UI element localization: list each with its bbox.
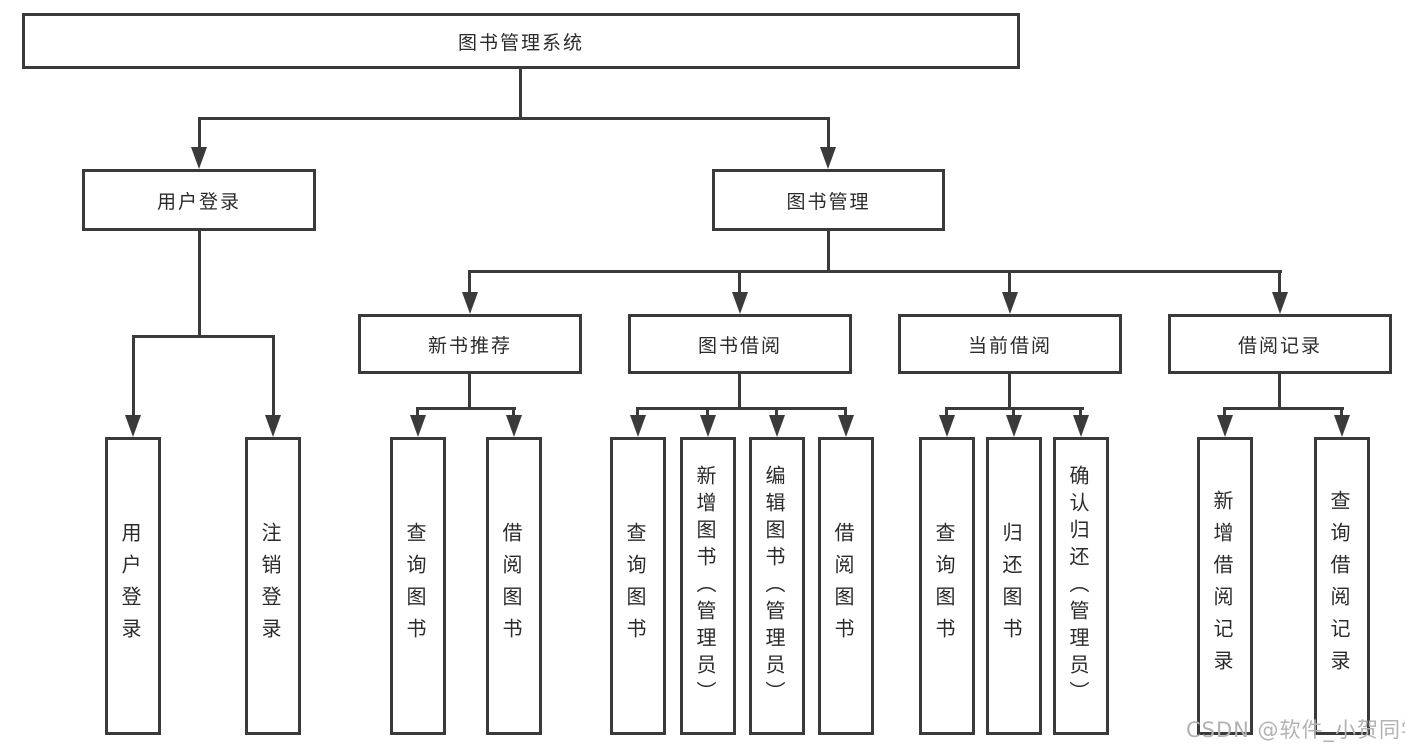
leaf-query-books-current: 查询图书 xyxy=(919,437,975,735)
arrow-down-icon xyxy=(1217,415,1233,437)
leaf-confirm-return-admin-label: 确认归还（管理员） xyxy=(1066,464,1090,708)
connector-book-borrow-split xyxy=(636,407,847,410)
leaf-borrow-books-recommend-label: 借阅图书 xyxy=(499,522,523,650)
arrow-down-icon xyxy=(732,292,748,314)
connector-drop-level3 xyxy=(1278,270,1281,292)
leaf-query-books-recommend-label: 查询图书 xyxy=(403,522,427,650)
arrow-down-icon xyxy=(265,415,281,437)
leaf-edit-books-admin-label: 编辑图书（管理员） xyxy=(762,464,786,708)
arrow-down-icon xyxy=(462,292,478,314)
leaf-edit-books-admin: 编辑图书（管理员） xyxy=(749,437,805,735)
connector-drop-leaf xyxy=(706,407,709,415)
leaf-query-books-current-label: 查询图书 xyxy=(932,522,956,650)
connector-user-login-trunk xyxy=(198,231,201,335)
connector-user-login-split xyxy=(132,335,275,338)
leaf-logout-label: 注销登录 xyxy=(258,522,282,650)
connector-drop-level3 xyxy=(1008,270,1011,292)
node-book-management: 图书管理 xyxy=(712,169,945,231)
node-new-book-recommend-label: 新书推荐 xyxy=(427,334,512,357)
arrow-down-icon xyxy=(1073,415,1089,437)
connector-level3-split xyxy=(468,270,1282,273)
node-book-borrow-label: 图书借阅 xyxy=(697,334,782,357)
connector-drop-leaf xyxy=(636,407,639,415)
connector-book-borrow-trunk xyxy=(738,374,741,407)
leaf-borrow-books-recommend: 借阅图书 xyxy=(486,437,542,735)
arrow-down-icon xyxy=(630,415,646,437)
connector-root-trunk xyxy=(519,69,522,117)
leaf-query-borrow-record: 查询借阅记录 xyxy=(1314,437,1370,735)
node-current-borrow: 当前借阅 xyxy=(898,314,1122,374)
connector-drop-leaf xyxy=(945,407,948,415)
connector-drop-leaf xyxy=(844,407,847,415)
arrow-down-icon xyxy=(1272,292,1288,314)
connector-drop-leaf xyxy=(1223,407,1226,415)
arrow-down-icon xyxy=(125,415,141,437)
leaf-borrow-books-label: 借阅图书 xyxy=(831,522,855,650)
connector-drop-leaf xyxy=(1012,407,1015,415)
leaf-query-books-borrow: 查询图书 xyxy=(610,437,666,735)
node-book-borrow: 图书借阅 xyxy=(628,314,852,374)
leaf-query-books-recommend: 查询图书 xyxy=(390,437,446,735)
leaf-logout: 注销登录 xyxy=(245,437,301,735)
node-borrow-records-label: 借阅记录 xyxy=(1237,334,1322,357)
connector-drop-user-login xyxy=(198,117,201,147)
leaf-add-books-admin: 新增图书（管理员） xyxy=(680,437,736,735)
connector-current-borrow-trunk xyxy=(1008,374,1011,407)
arrow-down-icon xyxy=(1002,292,1018,314)
arrow-down-icon xyxy=(939,415,955,437)
node-user-login-label: 用户登录 xyxy=(156,190,241,213)
connector-borrow-records-trunk xyxy=(1278,374,1281,407)
leaf-add-books-admin-label: 新增图书（管理员） xyxy=(693,464,717,708)
leaf-borrow-books: 借阅图书 xyxy=(818,437,874,735)
connector-drop-leaf xyxy=(132,335,135,415)
node-book-management-label: 图书管理 xyxy=(786,190,871,213)
arrow-down-icon xyxy=(838,415,854,437)
leaf-user-login-label: 用户登录 xyxy=(118,522,142,650)
connector-drop-leaf xyxy=(775,407,778,415)
leaf-user-login: 用户登录 xyxy=(105,437,161,735)
connector-borrow-records-split xyxy=(1223,407,1344,410)
node-root-label: 图书管理系统 xyxy=(457,31,584,54)
arrow-down-icon xyxy=(191,147,207,169)
connector-drop-book-management xyxy=(827,117,830,147)
leaf-confirm-return-admin: 确认归还（管理员） xyxy=(1053,437,1109,735)
arrow-down-icon xyxy=(700,415,716,437)
arrow-down-icon xyxy=(506,415,522,437)
node-current-borrow-label: 当前借阅 xyxy=(967,334,1052,357)
leaf-query-borrow-record-label: 查询借阅记录 xyxy=(1327,490,1351,682)
arrow-down-icon xyxy=(410,415,426,437)
leaf-add-borrow-record: 新增借阅记录 xyxy=(1197,437,1253,735)
connector-drop-leaf xyxy=(512,407,515,415)
csdn-watermark: CSDN @软件_小贺同学 xyxy=(1186,718,1405,742)
connector-drop-leaf xyxy=(1079,407,1082,415)
arrow-down-icon xyxy=(1334,415,1350,437)
connector-drop-leaf xyxy=(416,407,419,415)
connector-drop-level3 xyxy=(738,270,741,292)
leaf-query-books-borrow-label: 查询图书 xyxy=(623,522,647,650)
connector-new-book-trunk xyxy=(468,374,471,407)
connector-drop-leaf xyxy=(272,335,275,415)
node-new-book-recommend: 新书推荐 xyxy=(358,314,582,374)
leaf-add-borrow-record-label: 新增借阅记录 xyxy=(1210,490,1234,682)
connector-book-management-trunk xyxy=(827,231,830,270)
arrow-down-icon xyxy=(820,147,836,169)
connector-new-book-split xyxy=(416,407,516,410)
node-root: 图书管理系统 xyxy=(22,13,1020,69)
node-borrow-records: 借阅记录 xyxy=(1168,314,1392,374)
node-user-login: 用户登录 xyxy=(82,169,316,231)
leaf-return-books: 归还图书 xyxy=(986,437,1042,735)
arrow-down-icon xyxy=(1006,415,1022,437)
connector-drop-level3 xyxy=(468,270,471,292)
connector-drop-leaf xyxy=(1340,407,1343,415)
arrow-down-icon xyxy=(769,415,785,437)
leaf-return-books-label: 归还图书 xyxy=(999,522,1023,650)
connector-level2-split xyxy=(198,117,830,120)
